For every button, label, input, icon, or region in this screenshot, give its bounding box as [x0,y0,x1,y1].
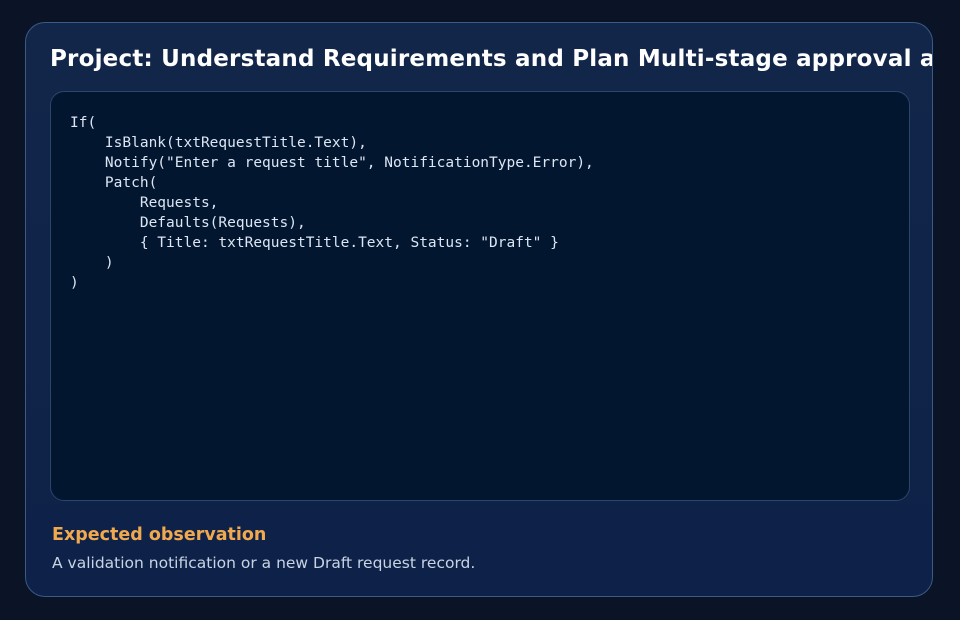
code-panel: If( IsBlank(txtRequestTitle.Text), Notif… [50,91,910,501]
expected-observation-heading: Expected observation [52,525,267,545]
code-snippet[interactable]: If( IsBlank(txtRequestTitle.Text), Notif… [70,115,594,291]
lesson-card: Project: Understand Requirements and Pla… [25,22,933,597]
page-title: Project: Understand Requirements and Pla… [50,46,933,72]
expected-observation-text: A validation notification or a new Draft… [52,554,476,572]
